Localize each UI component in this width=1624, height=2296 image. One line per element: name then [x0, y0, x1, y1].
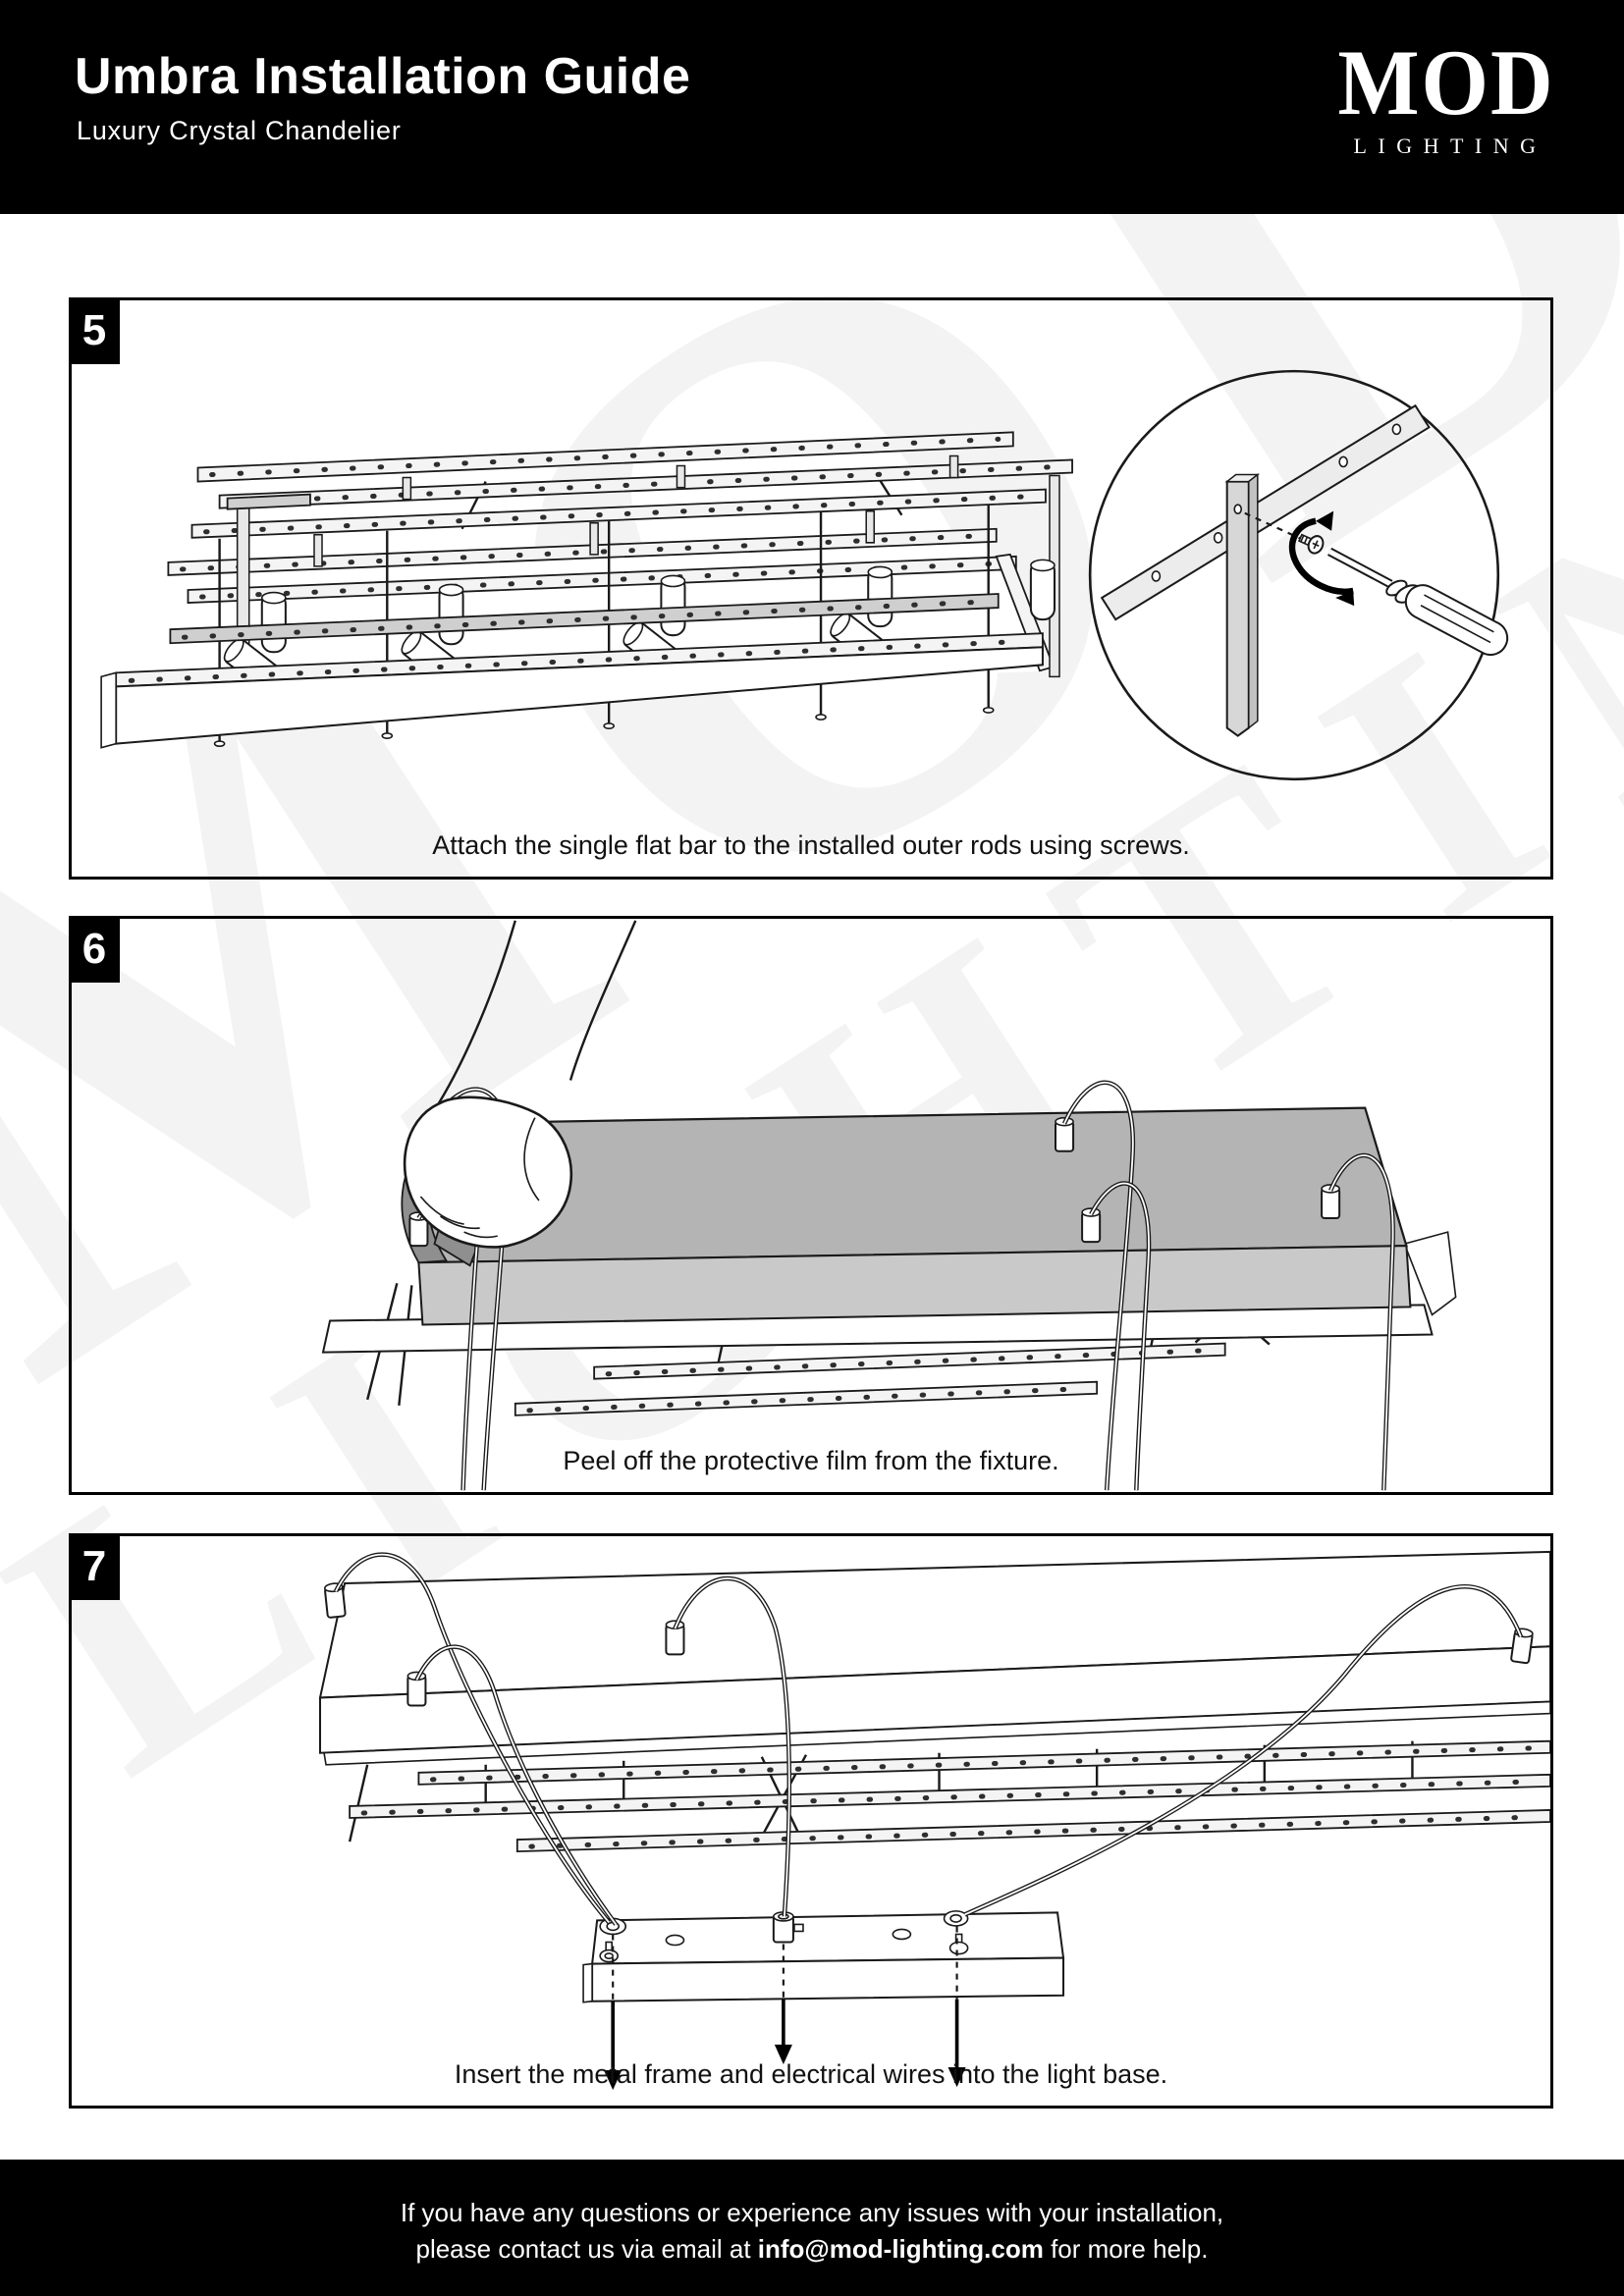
fixture-underframe — [348, 1739, 1550, 1853]
hand-icon — [403, 920, 637, 1249]
step-5-illustration — [100, 369, 1509, 781]
light-base — [582, 1910, 1065, 2003]
chandelier-frame-drawing — [100, 431, 1073, 749]
step-5-number-badge: 5 — [69, 297, 120, 364]
insert-direction-arrows — [604, 1926, 966, 2091]
page-title: Umbra Installation Guide — [75, 48, 691, 105]
step-6-panel: 6 — [69, 916, 1553, 1495]
outer-rod — [1224, 472, 1261, 737]
footer-line-1: If you have any questions or experience … — [400, 2198, 1224, 2227]
screwdriver-icon — [1326, 547, 1509, 657]
screw-detail-circle — [1088, 369, 1509, 781]
step-6-number-badge: 6 — [69, 916, 120, 983]
step-7-caption: Insert the metal frame and electrical wi… — [454, 2059, 1168, 2089]
logo-mod-text: MOD — [1337, 32, 1555, 135]
protective-film — [401, 1106, 1412, 1326]
step-6-caption: Peel off the protective film from the fi… — [563, 1446, 1059, 1475]
mod-lighting-logo: MOD LIGHTING — [1333, 32, 1559, 159]
step-7-illustration — [318, 1550, 1550, 2091]
electrical-wires — [323, 1552, 1535, 1926]
support-email: info@mod-lighting.com — [757, 2234, 1044, 2264]
step-7-number-badge: 7 — [69, 1533, 120, 1600]
footer-line-2: please contact us via email at info@mod-… — [415, 2234, 1209, 2264]
step-5-caption: Attach the single flat bar to the instal… — [432, 830, 1190, 860]
center-connector — [772, 1911, 804, 1944]
page-subtitle: Luxury Crystal Chandelier — [77, 116, 402, 145]
step-6-illustration — [321, 920, 1457, 1491]
footer: If you have any questions or experience … — [0, 2160, 1624, 2296]
rotate-arrow-icon — [1288, 510, 1355, 607]
step-7-panel: 7 — [69, 1533, 1553, 2109]
header: Umbra Installation Guide Luxury Crystal … — [0, 0, 1624, 214]
step-5-panel: 5 — [69, 297, 1553, 880]
logo-lighting-text: LIGHTING — [1353, 133, 1547, 158]
screw-icon — [1297, 533, 1325, 555]
footer-contact-text: If you have any questions or experience … — [0, 2195, 1624, 2268]
fixture-panel — [318, 1550, 1550, 1766]
